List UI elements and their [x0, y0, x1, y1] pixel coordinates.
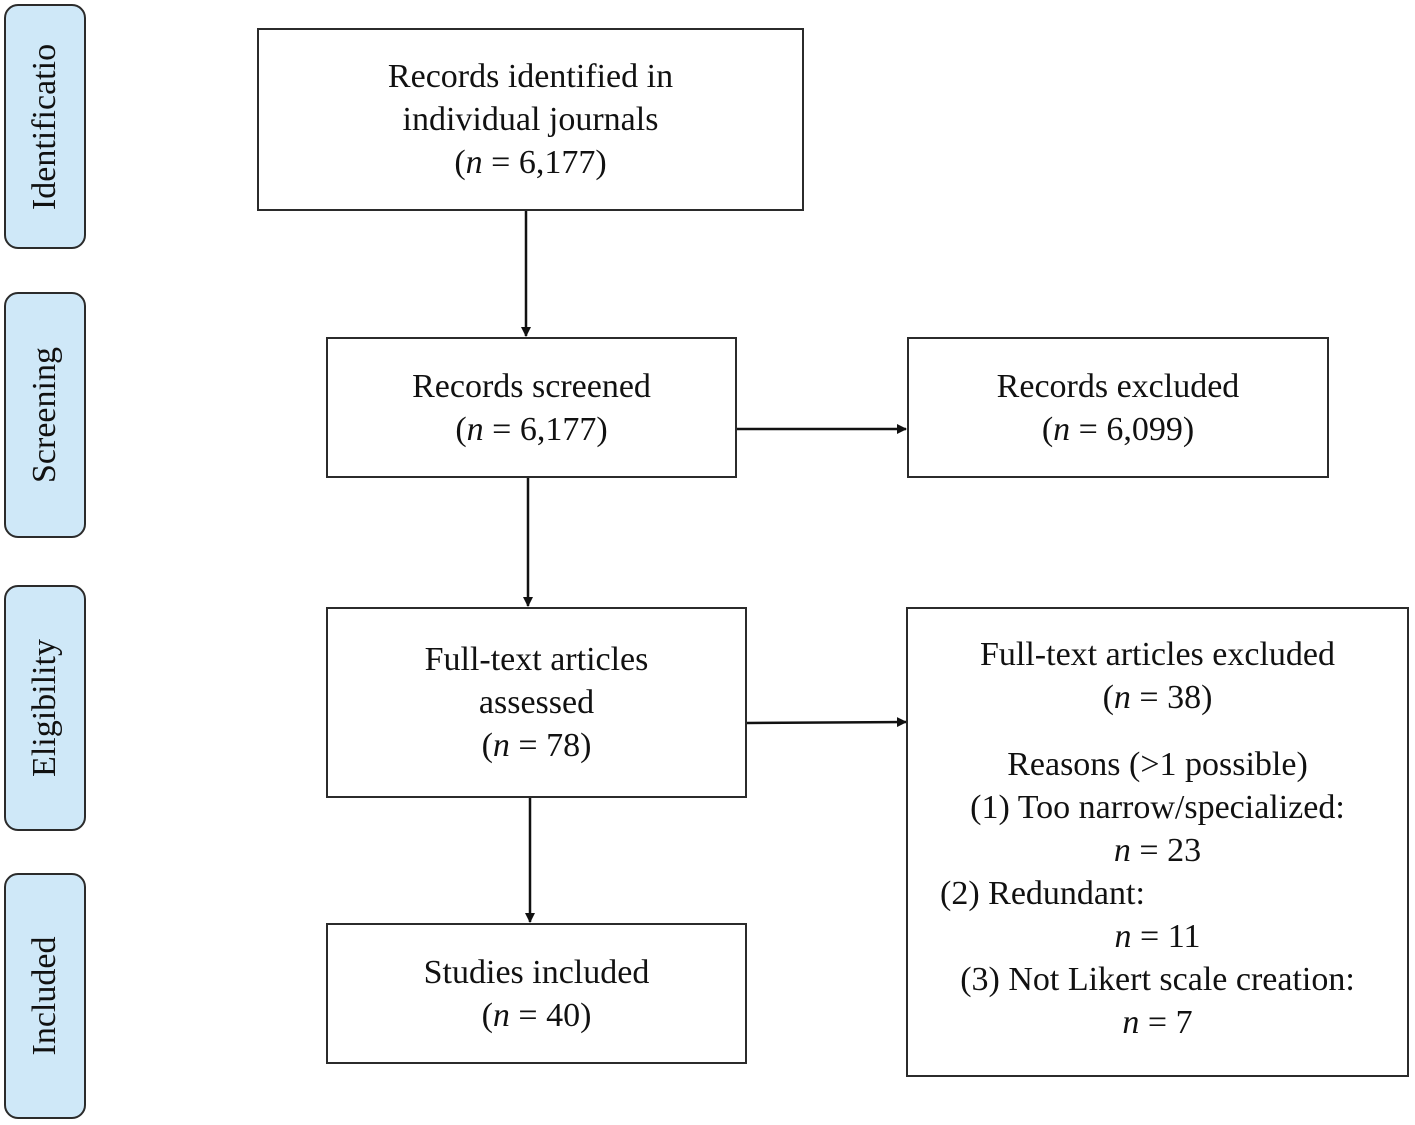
stage-included: Included	[4, 873, 86, 1119]
reasons-title: Reasons (>1 possible)	[1007, 746, 1308, 783]
reason-2-label: (2) Redundant:	[940, 875, 1145, 912]
stage-eligibility: Eligibility	[4, 585, 86, 831]
records-screened-count: (n = 6,177)	[455, 410, 608, 448]
studies-included-count: (n = 40)	[481, 996, 592, 1034]
fulltext-assessed-line1: Full-text articles	[424, 641, 649, 678]
arrow-assessed-to-fulltext-excluded	[745, 717, 907, 728]
studies-included-line1: Studies included	[423, 953, 650, 991]
records-screened-box: Records screened (n = 6,177)	[326, 337, 737, 478]
records-identified-line2: individual journals	[402, 101, 659, 138]
records-excluded-line1: Records excluded	[996, 367, 1240, 405]
fulltext-excluded-line1: Full-text articles excluded	[980, 636, 1335, 673]
studies-included-box: Studies included (n = 40)	[326, 923, 747, 1064]
records-identified-box: Records identified in individual journal…	[257, 28, 804, 211]
reason-3-label: (3) Not Likert scale creation:	[960, 961, 1355, 998]
records-excluded-box: Records excluded (n = 6,099)	[907, 337, 1329, 478]
reason-1-count: n = 23	[1113, 832, 1202, 869]
reason-3-count: n = 7	[1122, 1004, 1193, 1041]
fulltext-excluded-count: (n = 38)	[1102, 679, 1213, 716]
stage-identification: Identificatio	[4, 4, 86, 249]
reason-1-label: (1) Too narrow/specialized:	[970, 789, 1345, 826]
records-screened-line1: Records screened	[412, 367, 651, 405]
records-identified-count: (n = 6,177)	[454, 144, 607, 181]
fulltext-assessed-line2: assessed	[478, 684, 595, 721]
fulltext-assessed-count: (n = 78)	[481, 727, 592, 764]
fulltext-excluded-box: Full-text articles excluded (n = 38) Rea…	[906, 607, 1409, 1077]
records-excluded-count: (n = 6,099)	[1041, 410, 1195, 448]
records-identified-line1: Records identified in	[387, 58, 674, 95]
stage-screening: Screening	[4, 292, 86, 538]
fulltext-assessed-box: Full-text articles assessed (n = 78)	[326, 607, 747, 798]
reason-2-count: n = 11	[1114, 918, 1201, 955]
